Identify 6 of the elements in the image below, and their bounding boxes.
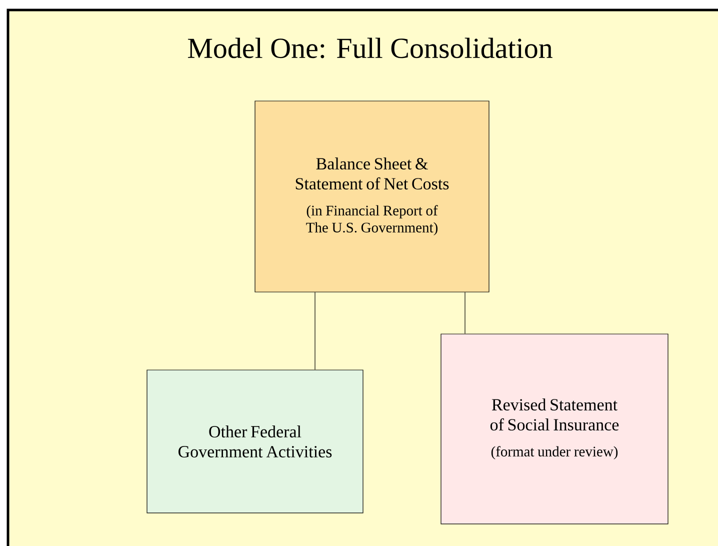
title: Model One: Full Consolidation (188, 38, 552, 58)
connector-line (464, 292, 466, 334)
connector-line (314, 292, 316, 370)
text-box: Other Federal Government Activities (146, 370, 364, 514)
text-box: Revised Statement of Social Insurance (format under review) (440, 334, 668, 524)
text-box: Balance Sheet & Statement of Net Costs (in Financial Report of The U.S. Government) (254, 100, 490, 292)
